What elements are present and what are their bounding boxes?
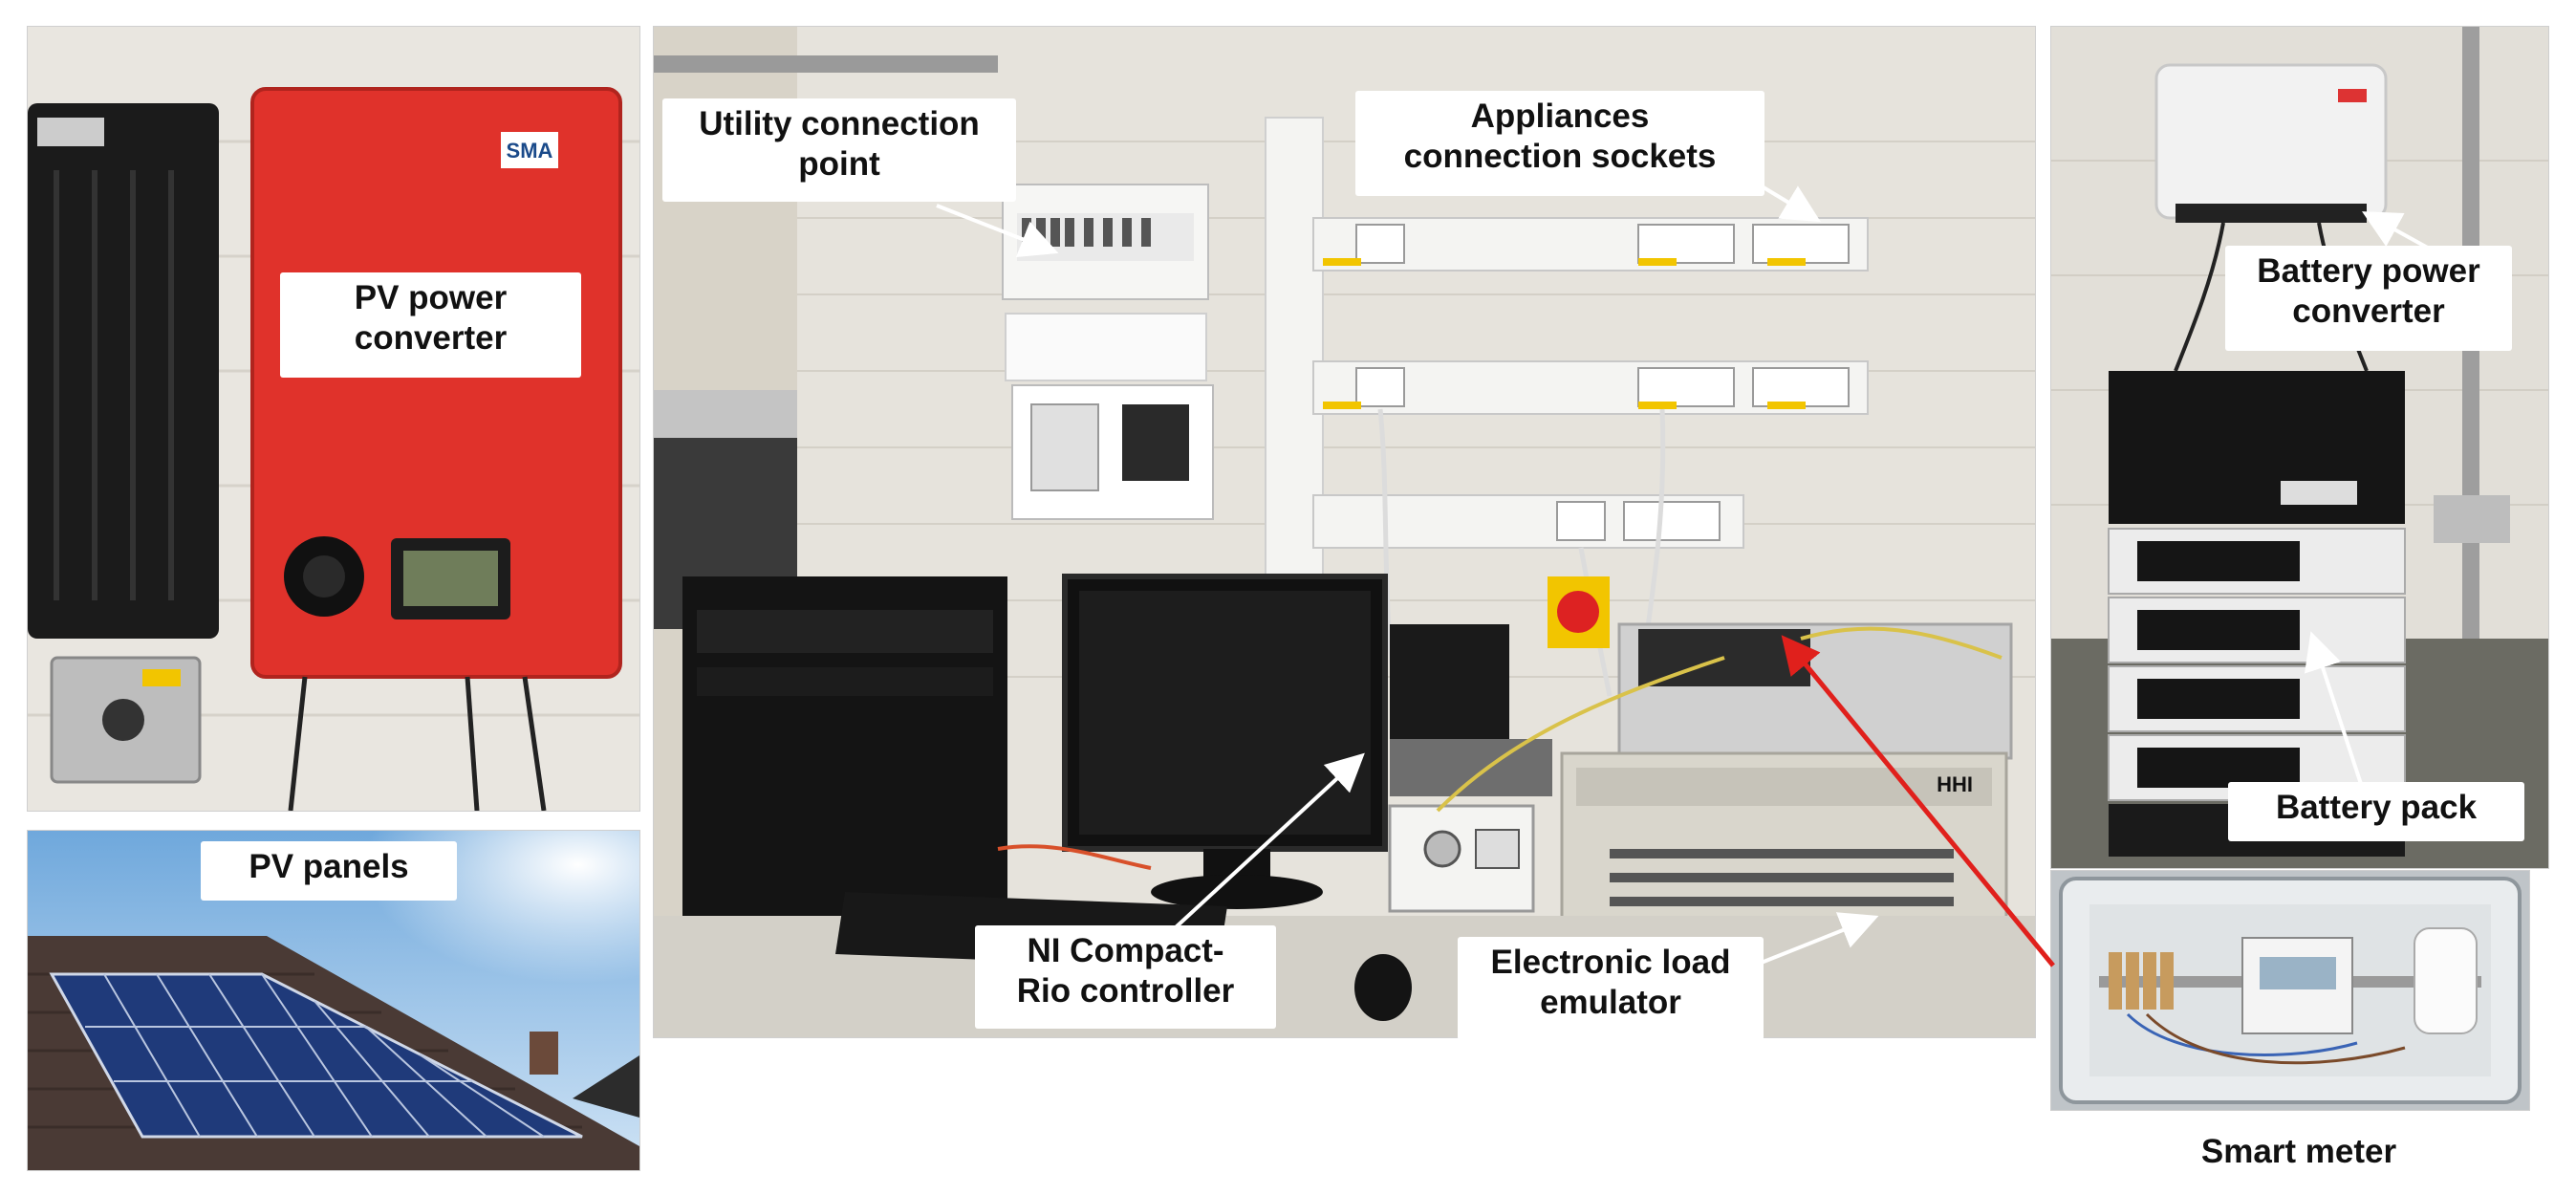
battery-pack-label: Battery pack [2228,782,2524,841]
smart-meter-illustration [2051,871,2529,1110]
battery-power-converter-label: Battery power converter [2225,246,2512,351]
pv-converter-illustration: SMA [28,27,639,811]
pv-panels-label: PV panels [201,841,457,901]
smart-meter-photo [2050,870,2530,1111]
electronic-load-emulator-label: Electronic load emulator [1458,937,1764,1040]
pv-power-converter-label: PV power converter [280,272,581,378]
utility-connection-point-label: Utility connection point [662,98,1016,202]
battery-system-illustration [2051,27,2548,868]
battery-system-photo [2050,26,2549,869]
load-emulator-brand: HHI [1937,772,1973,796]
sma-logo: SMA [507,139,553,163]
smart-meter-caption: Smart meter [2200,1133,2397,1170]
pv-converter-photo: SMA [27,26,640,812]
ni-compact-rio-controller-label: NI Compact- Rio controller [975,925,1276,1029]
appliances-connection-sockets-label: Appliances connection sockets [1355,91,1764,196]
